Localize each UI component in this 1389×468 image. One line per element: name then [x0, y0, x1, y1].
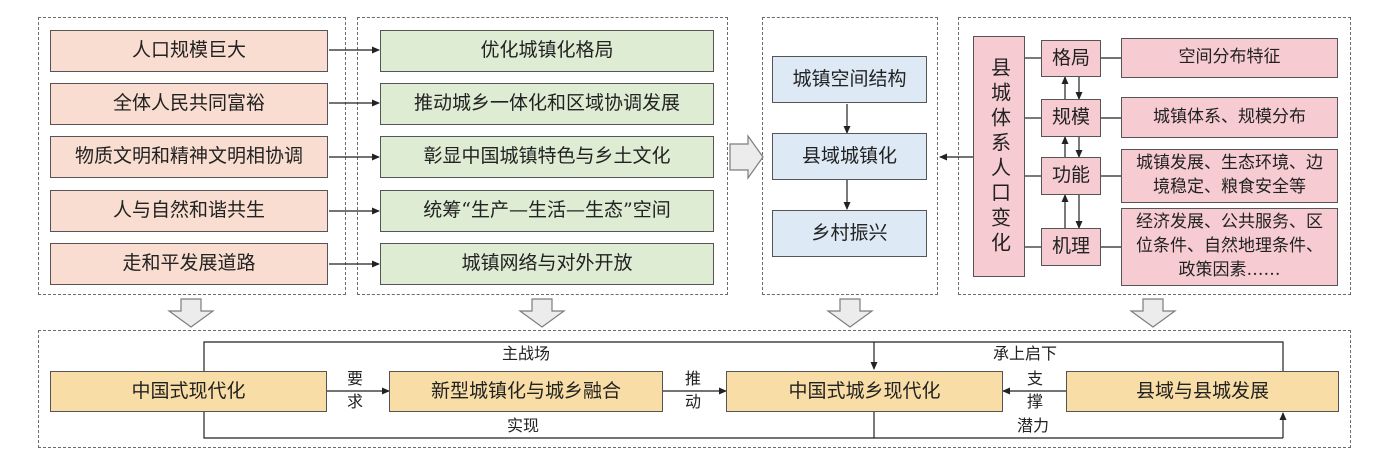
- block-arrow-down-1: [167, 298, 215, 328]
- principle-label: 人口规模巨大: [131, 39, 246, 62]
- task-label: 统筹“生产—生活—生态”空间: [423, 199, 671, 222]
- factor-box-function: 功能: [1041, 157, 1101, 195]
- principle-label: 走和平发展道路: [122, 252, 256, 275]
- block-arrow-down-3: [826, 298, 874, 328]
- task-box: 彰显中国城镇特色与乡土文化: [380, 136, 714, 178]
- rural-revitalization-box: 乡村振兴: [772, 210, 927, 257]
- label-zhicheng: 支 撑: [1026, 369, 1044, 413]
- county-development-box: 县域与县城发展: [1066, 371, 1339, 412]
- label-main-battlefield: 主战场: [502, 344, 551, 363]
- bottom-frame: [38, 330, 1351, 448]
- factor-box-scale: 规模: [1041, 99, 1101, 137]
- task-box: 推动城乡一体化和区域协调发展: [380, 83, 714, 125]
- task-label: 彰显中国城镇特色与乡土文化: [423, 145, 671, 168]
- label-tuidong: 推 动: [684, 369, 702, 413]
- label-tuidong-char-1: 推: [684, 369, 701, 388]
- factor-label: 功能: [1051, 164, 1090, 187]
- task-box: 城镇网络与对外开放: [380, 243, 714, 285]
- task-box: 优化城镇化格局: [380, 30, 714, 72]
- urban-spatial-structure-box: 城镇空间结构: [772, 56, 927, 103]
- factor-label: 格局: [1051, 46, 1090, 69]
- new-urbanization-label: 新型城镇化与城乡融合: [430, 379, 621, 402]
- label-zhicheng-char-2: 撑: [1026, 391, 1043, 411]
- desc-box-pattern: 空间分布特征: [1121, 38, 1338, 78]
- factor-label: 规模: [1051, 106, 1090, 129]
- factor-box-pattern: 格局: [1041, 40, 1101, 77]
- principle-label: 全体人民共同富裕: [112, 92, 265, 115]
- county-urbanization-box: 县域城镇化: [772, 133, 927, 180]
- rural-revitalization-label: 乡村振兴: [811, 221, 888, 244]
- desc-box-mechanism: 经济发展、公共服务、区位条件、自然地理条件、政策因素……: [1121, 208, 1338, 286]
- desc-label: 空间分布特征: [1178, 47, 1281, 68]
- label-yaoqiu-char-2: 求: [346, 391, 363, 411]
- label-realize: 实现: [507, 416, 540, 435]
- desc-box-scale: 城镇体系、规模分布: [1121, 97, 1338, 138]
- county-urbanization-label: 县域城镇化: [801, 144, 897, 167]
- urban-rural-modernization-box: 中国式城乡现代化: [726, 371, 1003, 412]
- label-connecting-link: 承上启下: [993, 344, 1058, 363]
- task-label: 推动城乡一体化和区域协调发展: [413, 92, 680, 115]
- county-development-label: 县域与县城发展: [1135, 379, 1269, 402]
- loop-top-left: [203, 341, 874, 371]
- block-arrow-down-4: [1129, 298, 1177, 328]
- factor-box-mechanism: 机理: [1041, 228, 1101, 266]
- task-label: 优化城镇化格局: [480, 39, 614, 62]
- desc-label: 城镇发展、生态环境、边境稳定、粮食安全等: [1136, 153, 1323, 197]
- factor-label: 机理: [1051, 235, 1090, 258]
- principle-box: 人与自然和谐共生: [50, 190, 328, 232]
- principles-frame: [38, 17, 346, 295]
- chinese-modernization-box: 中国式现代化: [50, 371, 327, 412]
- county-frame: [958, 17, 1351, 295]
- label-yaoqiu: 要 求: [346, 369, 364, 413]
- task-label: 城镇网络与对外开放: [461, 252, 633, 275]
- loop-bottom: [203, 411, 1283, 439]
- label-potential: 潜力: [1017, 416, 1050, 435]
- urban-rural-modernization-label: 中国式城乡现代化: [788, 379, 941, 402]
- principle-box: 人口规模巨大: [50, 30, 328, 72]
- block-arrow-down-2: [518, 298, 566, 328]
- county-system-title-box: 县城体系人口变化: [973, 36, 1025, 277]
- desc-label: 经济发展、公共服务、区位条件、自然地理条件、政策因素……: [1136, 212, 1323, 280]
- urban-spatial-structure-label: 城镇空间结构: [792, 67, 907, 90]
- county-system-title: 县城体系人口变化: [987, 56, 1012, 257]
- block-arrow-tasks-to-center: [729, 134, 764, 180]
- desc-label: 城镇体系、规模分布: [1153, 106, 1306, 127]
- label-yaoqiu-char-1: 要: [346, 369, 363, 388]
- label-zhicheng-char-1: 支: [1026, 369, 1043, 388]
- principle-box: 走和平发展道路: [50, 243, 328, 285]
- loop-top-right: [874, 341, 1284, 371]
- tasks-frame: [357, 17, 728, 295]
- principle-label: 物质文明和精神文明相协调: [74, 145, 303, 168]
- task-box: 统筹“生产—生活—生态”空间: [380, 190, 714, 232]
- label-tuidong-char-2: 动: [684, 391, 701, 411]
- desc-box-function: 城镇发展、生态环境、边境稳定、粮食安全等: [1121, 149, 1338, 203]
- principle-box: 物质文明和精神文明相协调: [50, 136, 328, 178]
- principle-label: 人与自然和谐共生: [112, 199, 265, 222]
- chinese-modernization-label: 中国式现代化: [131, 379, 246, 402]
- principle-box: 全体人民共同富裕: [50, 83, 328, 125]
- new-urbanization-box: 新型城镇化与城乡融合: [389, 371, 663, 412]
